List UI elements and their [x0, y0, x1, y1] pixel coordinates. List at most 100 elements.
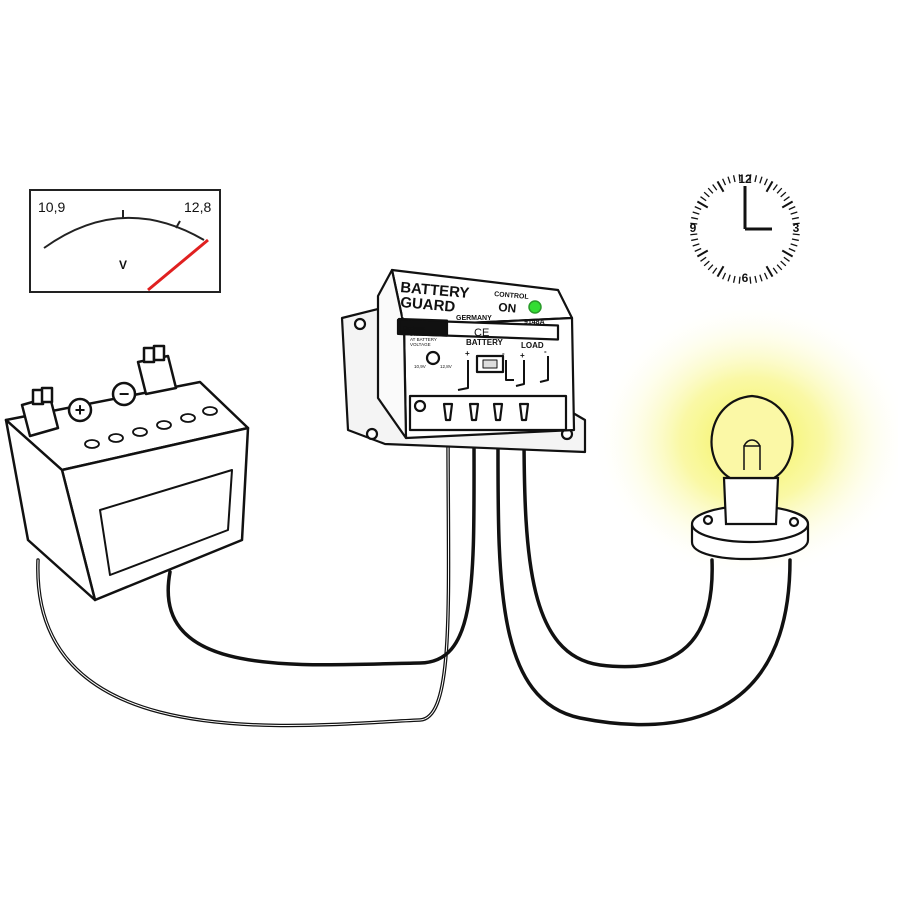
- clock-tick: [690, 222, 698, 225]
- clock-tick: [781, 200, 794, 209]
- clock-ticks: [690, 174, 800, 284]
- terminal-post: [152, 344, 166, 362]
- clock-tick: [759, 274, 763, 282]
- clock-tick: [738, 276, 741, 284]
- module-labels: BATTERY GUARD CONTROL ON Kemo Electronic…: [400, 279, 547, 369]
- clock-tick: [754, 275, 758, 283]
- clock-tick: [749, 174, 752, 182]
- clock-tick: [780, 191, 787, 198]
- clock-tick: [790, 243, 798, 247]
- terminal-screw: [413, 399, 427, 413]
- clock-tick: [792, 222, 800, 225]
- mount-hole: [365, 427, 379, 441]
- clock-tick: [692, 211, 700, 215]
- module-model: 9148A: [524, 319, 545, 326]
- clock-tick: [765, 265, 774, 278]
- clock-tick: [722, 178, 727, 186]
- module-side-face: [376, 268, 408, 440]
- clock-tick: [716, 265, 725, 278]
- clock-label-12: 12: [738, 172, 752, 186]
- module-switch-note-3: VOLTAGE: [410, 342, 431, 347]
- clock-tick: [722, 272, 727, 280]
- lamp-socket-screw: [788, 516, 800, 528]
- clock-tick: [738, 174, 741, 182]
- module-battery-plus: +: [465, 349, 470, 358]
- clock-tick: [783, 256, 790, 262]
- module-switch-note-2: AT BATTERY: [410, 337, 437, 342]
- battery-cell-caps: [84, 406, 218, 449]
- module-load-plus: +: [520, 351, 525, 360]
- lamp: [690, 394, 810, 561]
- clock-tick: [788, 206, 796, 211]
- module-screw-terminals: [413, 399, 530, 422]
- terminal-clip: [442, 402, 454, 422]
- clock-tick: [712, 267, 718, 274]
- clock-tick: [792, 233, 800, 236]
- voltmeter-needle: [147, 238, 209, 292]
- wire-battery-right: [166, 428, 476, 667]
- voltmeter: 10,9 12,8 V: [29, 189, 221, 293]
- clock-tick: [783, 196, 790, 202]
- wire-load-plus: [496, 428, 792, 727]
- clock-tick: [776, 264, 783, 271]
- module-load-label: LOAD: [521, 341, 544, 350]
- module-battery-minus: -: [502, 349, 505, 358]
- module-status-label: ON: [498, 300, 517, 316]
- module-terminal-strip: [408, 394, 568, 432]
- terminal-clip: [468, 402, 480, 422]
- module-title-line1: BATTERY: [400, 279, 470, 302]
- battery-side: [4, 418, 97, 602]
- clock-label-3: 3: [793, 221, 800, 235]
- clock-tick: [732, 275, 736, 283]
- terminal-clip: [518, 402, 530, 422]
- clock: 12 3 6 9: [690, 172, 800, 285]
- module-load-bracket: [515, 356, 549, 387]
- clock-tick: [700, 196, 707, 202]
- module-brand-badge: [397, 317, 449, 337]
- module-status-led: [528, 300, 542, 314]
- clock-tick: [749, 276, 752, 284]
- lamp-filament: [743, 439, 761, 470]
- clock-tick: [716, 180, 725, 193]
- module-ce-mark: CE: [474, 327, 489, 339]
- terminal-clip: [492, 402, 504, 422]
- clock-tick: [696, 200, 709, 209]
- voltmeter-tick: [175, 220, 181, 229]
- clock-tick: [776, 187, 783, 194]
- lamp-holder: [722, 476, 780, 526]
- battery-minus-symbol: −: [119, 384, 130, 404]
- wires: [36, 428, 792, 728]
- mount-hole: [353, 317, 367, 331]
- clock-tick: [788, 247, 796, 252]
- clock-tick: [791, 238, 799, 242]
- clock-tick: [772, 267, 778, 274]
- voltmeter-unit: V: [119, 258, 127, 272]
- clock-tick: [732, 175, 736, 183]
- clock-tick: [703, 260, 710, 267]
- module-control-label: CONTROL: [494, 291, 530, 301]
- module-battery-bracket: [457, 360, 514, 391]
- terminal-post: [142, 346, 156, 364]
- battery-cap: [108, 433, 124, 443]
- clock-label-9: 9: [690, 221, 697, 235]
- voltmeter-max-label: 12,8: [184, 199, 211, 215]
- clock-tick: [696, 249, 709, 258]
- lamp-socket-screw: [702, 514, 714, 526]
- clock-tick: [763, 178, 768, 186]
- clock-tick: [763, 272, 768, 280]
- clock-tick: [727, 274, 731, 282]
- clock-tick: [691, 216, 699, 220]
- wire-load-minus: [522, 428, 714, 669]
- wire-battery-left-inner: [37, 429, 450, 726]
- battery-terminal-right: [136, 344, 178, 396]
- clock-tick: [772, 184, 778, 191]
- battery-plus-marker: [67, 397, 93, 423]
- clock-tick: [790, 211, 798, 215]
- module-title-line2: GUARD: [400, 294, 456, 316]
- terminal-post: [40, 386, 54, 404]
- battery-cap: [156, 420, 172, 430]
- battery-cap: [84, 439, 100, 449]
- battery-plus-symbol: +: [75, 400, 86, 420]
- module-brand-sub: Electronic: [403, 326, 425, 332]
